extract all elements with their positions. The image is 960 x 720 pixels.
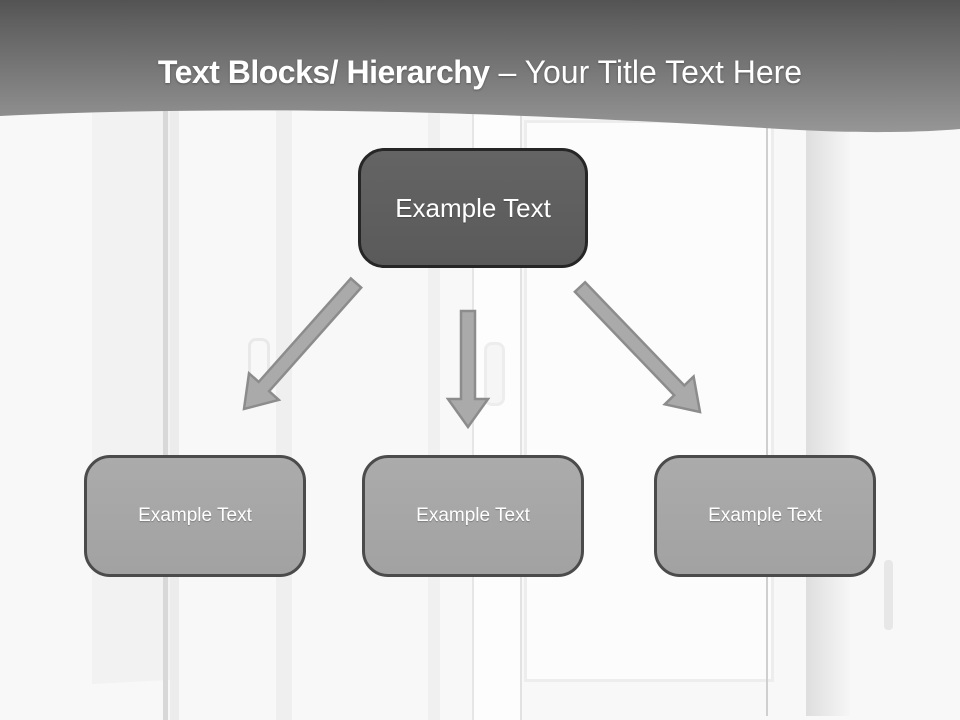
slide-title: Text Blocks/ Hierarchy – Your Title Text… xyxy=(0,52,960,92)
arrow-root-to-child-1-icon xyxy=(242,276,363,411)
child-text-block-2-label: Example Text xyxy=(416,505,530,526)
right-frame-shadow xyxy=(806,106,850,716)
child-text-block-2: Example Text xyxy=(362,455,584,577)
arrow-root-to-child-3-icon xyxy=(573,280,702,414)
root-text-block-label: Example Text xyxy=(395,192,551,223)
child-text-block-3: Example Text xyxy=(654,455,876,577)
root-text-block: Example Text xyxy=(358,148,588,268)
left-door-frame-highlight xyxy=(170,106,179,720)
child-text-block-1: Example Text xyxy=(84,455,306,577)
center-door-handle xyxy=(484,342,505,406)
right-door-handle xyxy=(884,560,893,630)
left-door-frame-line xyxy=(163,106,168,720)
slide-title-bold-segment: Text Blocks/ Hierarchy xyxy=(157,54,490,90)
arrow-root-to-child-2-icon xyxy=(445,309,491,430)
header-wave-banner xyxy=(0,0,960,133)
slide-title-regular-segment: – Your Title Text Here xyxy=(498,54,803,90)
right-frame-line xyxy=(766,106,768,716)
child-text-block-3-label: Example Text xyxy=(708,505,822,526)
child-text-block-1-label: Example Text xyxy=(138,505,252,526)
